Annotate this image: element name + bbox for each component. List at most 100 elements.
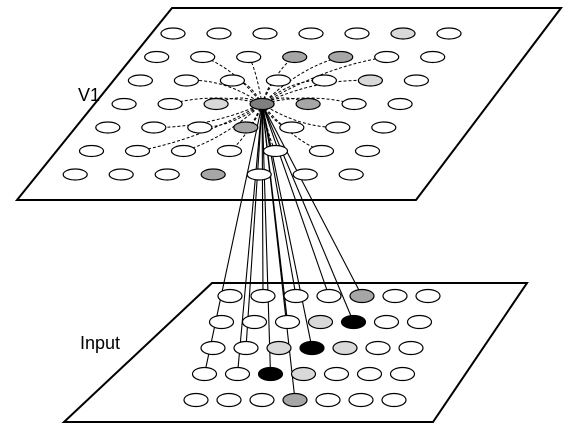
v1-unit [154, 168, 180, 181]
feedforward-connection [261, 103, 272, 375]
input-unit [382, 288, 408, 304]
feedforward-connection [261, 103, 297, 297]
input-unit [398, 340, 424, 356]
v1-unit [328, 50, 354, 64]
v1-unit [124, 144, 151, 158]
v1-unit [111, 97, 137, 111]
v1-unit [420, 50, 446, 64]
input-unit [340, 314, 367, 330]
input-unit [332, 340, 358, 356]
lateral-connection [183, 103, 263, 152]
v1-unit [308, 144, 335, 158]
input-unit [217, 288, 243, 304]
input-layer-label: Input [80, 333, 121, 353]
feedforward-connection [245, 103, 263, 349]
v1-unit [206, 27, 232, 40]
input-unit [191, 366, 218, 382]
feedforward-connection [261, 103, 330, 297]
v1-unit [357, 74, 383, 87]
v1-unit [325, 121, 351, 134]
v1-unit [354, 144, 381, 158]
v1-unit [295, 97, 321, 111]
lateral-connection [261, 79, 279, 105]
feedforward-connection [261, 103, 363, 297]
input-unit [274, 314, 301, 330]
v1-unit [390, 27, 416, 40]
v1-unit [160, 27, 186, 40]
v1-unit [95, 121, 121, 134]
input-unit [283, 288, 309, 304]
v1-unit [338, 168, 364, 181]
feedforward-connections [203, 103, 363, 401]
v1-unit [157, 97, 183, 111]
v1-unit [170, 144, 197, 158]
input-unit [233, 340, 259, 356]
input-unit [307, 314, 334, 330]
lateral-connection [186, 79, 263, 105]
input-unit [257, 366, 284, 382]
input-unit [348, 392, 374, 408]
v1-unit [371, 121, 397, 134]
input-unit [250, 288, 276, 304]
input-unit [299, 340, 325, 356]
input-unit [316, 288, 342, 304]
input-unit [224, 366, 251, 382]
input-unit [266, 340, 292, 356]
input-unit [282, 392, 308, 408]
v1-unit [282, 50, 308, 64]
v1-unit [341, 97, 367, 111]
input-unit [249, 392, 275, 408]
input-unit [290, 366, 317, 382]
lateral-connection [261, 56, 341, 105]
v1-unit [173, 74, 199, 87]
v1-unit [144, 50, 170, 64]
v1-unit [265, 74, 291, 87]
v1-unit [387, 97, 413, 111]
input-unit [373, 314, 400, 330]
v1-unit [62, 168, 88, 181]
v1-unit [187, 121, 213, 134]
v1-unit [246, 168, 272, 181]
input-unit [406, 314, 433, 330]
input-unit [356, 366, 383, 382]
input-unit [241, 314, 268, 330]
input-units [183, 288, 441, 408]
v1-center-unit [249, 97, 275, 111]
v1-unit [279, 121, 305, 134]
input-unit [349, 288, 375, 304]
input-unit [200, 340, 226, 356]
v1-unit [78, 144, 105, 158]
v1-units [62, 27, 462, 181]
v1-unit [200, 168, 226, 181]
v1-layer-label: V1 [78, 85, 101, 105]
input-unit [208, 314, 235, 330]
feedforward-connection [261, 103, 355, 323]
v1-unit [344, 27, 370, 40]
v1-unit [108, 168, 134, 181]
input-unit [183, 392, 209, 408]
v1-unit [252, 27, 278, 40]
lateral-connection [137, 103, 263, 152]
v1-unit [292, 168, 318, 181]
v1-unit [403, 74, 429, 87]
feedforward-connection [203, 103, 263, 375]
v1-unit [298, 27, 324, 40]
v1-unit [141, 121, 167, 134]
v1-unit [311, 74, 337, 87]
lateral-connection [261, 56, 295, 105]
input-unit [415, 288, 441, 304]
input-unit [365, 340, 391, 356]
v1-unit [127, 74, 153, 87]
feedforward-connection [236, 103, 263, 375]
v1-unit [203, 97, 229, 111]
v1-unit [262, 144, 289, 158]
lateral-connection [261, 56, 387, 105]
v1-unit [216, 144, 243, 158]
v1-unit [374, 50, 400, 64]
v1-unit [436, 27, 462, 40]
input-unit [315, 392, 341, 408]
v1-unit [190, 50, 216, 64]
feedforward-connection [261, 103, 313, 349]
input-unit [323, 366, 350, 382]
